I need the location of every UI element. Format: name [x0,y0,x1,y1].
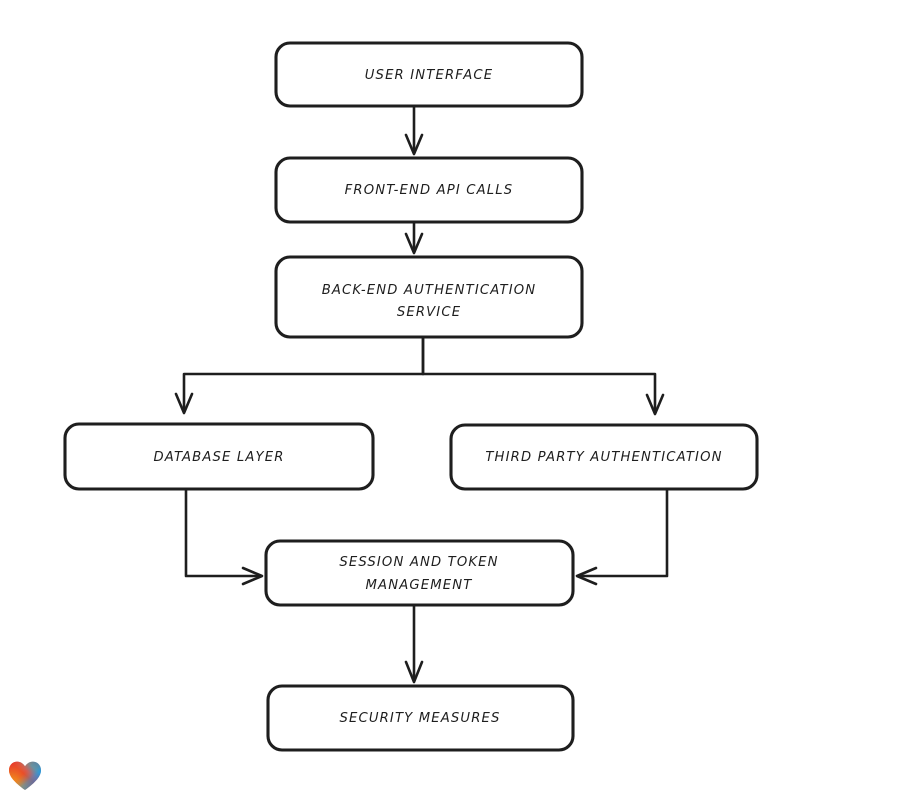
edge-ui-to-api [404,104,424,156]
edge-thirdparty-to-session [575,487,669,586]
node-label-third-party-authentication: THIRD PARTY AUTHENTICATION [485,450,722,465]
node-database-layer[interactable]: DATABASE LAYER [63,422,375,491]
node-user-interface[interactable]: USER INTERFACE [274,41,584,108]
node-session-and-token-management[interactable]: SESSION AND TOKEN MANAGEMENT [264,539,575,607]
node-label-session-and-token-management-line1: SESSION AND TOKEN [339,555,498,570]
node-label-database-layer: DATABASE LAYER [153,450,284,465]
node-front-end-api-calls[interactable]: FRONT-END API CALLS [274,156,584,224]
node-label-back-end-authentication-service-line2: SERVICE [397,305,461,320]
node-label-user-interface: USER INTERFACE [365,68,494,83]
node-box-security-measures[interactable] [266,684,575,752]
node-third-party-authentication[interactable]: THIRD PARTY AUTHENTICATION [449,423,759,491]
heart-icon [9,761,41,790]
node-box-third-party-authentication[interactable] [449,423,759,491]
node-label-session-and-token-management-line2: MANAGEMENT [366,578,473,593]
node-back-end-authentication-service[interactable]: BACK-END AUTHENTICATION SERVICE [274,255,584,339]
edge-session-to-security [404,603,424,684]
edge-api-to-backend [404,220,424,255]
node-label-back-end-authentication-service-line1: BACK-END AUTHENTICATION [322,283,537,298]
node-box-database-layer[interactable] [63,422,375,491]
node-box-session-and-token-management[interactable] [264,539,575,607]
node-security-measures[interactable]: SECURITY MEASURES [266,684,575,752]
node-box-front-end-api-calls[interactable] [274,156,584,224]
node-box-user-interface[interactable] [274,41,584,108]
node-label-security-measures: SECURITY MEASURES [339,711,500,726]
node-box-back-end-authentication-service[interactable] [274,255,584,339]
edge-backend-to-thirdparty [421,335,665,416]
edge-backend-to-database [174,335,425,415]
edge-database-to-session [184,487,264,586]
node-label-front-end-api-calls: FRONT-END API CALLS [345,183,514,198]
